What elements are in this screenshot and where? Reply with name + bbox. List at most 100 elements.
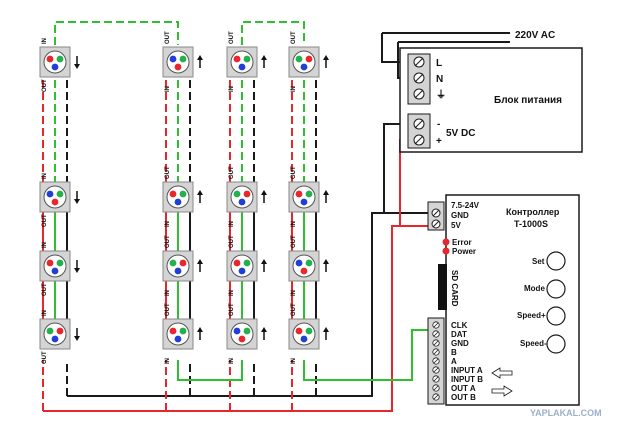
pixel-out-label: OUT: [229, 166, 235, 179]
pixel-out-label: OUT: [42, 79, 48, 92]
rgb-led-icon: [51, 198, 59, 206]
rgb-led-icon: [51, 267, 59, 275]
pixel-in-label: IN: [42, 310, 48, 316]
pixel-module: IN OUT: [39, 173, 80, 227]
pin-out-a: OUT A: [451, 384, 476, 393]
rgb-led-icon: [56, 327, 64, 335]
pixel-out-label: OUT: [229, 31, 235, 44]
power-led-icon: [442, 247, 450, 255]
pin-b: B: [451, 348, 457, 357]
rgb-led-icon: [46, 190, 54, 198]
power-supply: L N ⏚ - + 5V DC Блок питания: [399, 47, 583, 153]
rgb-led-icon: [295, 190, 303, 198]
rgb-led-icon: [56, 259, 64, 267]
arrow-up-icon: [197, 259, 203, 272]
pixel-out-label: OUT: [291, 31, 297, 44]
set-button[interactable]: [546, 251, 566, 271]
rgb-led-icon: [233, 259, 241, 267]
controller-pin-5v: 5V: [451, 221, 461, 230]
pixel-in-label: IN: [42, 38, 48, 44]
arrow-down-icon: [74, 56, 80, 69]
pixel-in-label: IN: [291, 358, 297, 364]
arrow-left-icon: [491, 367, 513, 379]
pixel-in-label: IN: [42, 242, 48, 248]
rgb-led-icon: [300, 198, 308, 206]
rgb-led-icon: [238, 335, 246, 343]
rgb-led-icon: [46, 55, 54, 63]
arrow-up-icon: [261, 55, 267, 68]
pixel-out-label: OUT: [165, 31, 171, 44]
rgb-led-icon: [179, 259, 187, 267]
controller-title-line1: Контроллер: [506, 207, 560, 217]
arrow-up-icon: [323, 55, 329, 68]
psu-title: Блок питания: [494, 95, 562, 106]
rgb-led-icon: [243, 259, 251, 267]
rgb-led-icon: [179, 327, 187, 335]
pixel-modules: IN OUT IN OUT IN OUT IN OUT OUT IN OUT IN OUT IN OUT IN…: [39, 31, 329, 364]
rgb-led-icon: [233, 190, 241, 198]
pin-clk: CLK: [451, 321, 468, 330]
pixel-out-label: OUT: [291, 166, 297, 179]
rgb-led-icon: [243, 190, 251, 198]
pixel-in-label: IN: [42, 173, 48, 179]
rgb-led-icon: [238, 198, 246, 206]
pixel-out-label: OUT: [291, 235, 297, 248]
rgb-led-icon: [238, 63, 246, 71]
sd-card-slot[interactable]: [438, 264, 447, 310]
rgb-led-icon: [305, 55, 313, 63]
rgb-led-icon: [46, 327, 54, 335]
pixel-in-label: IN: [165, 290, 171, 296]
rgb-led-icon: [300, 267, 308, 275]
arrow-up-icon: [197, 327, 203, 340]
rgb-led-icon: [305, 259, 313, 267]
pixel-out-label: OUT: [291, 303, 297, 316]
speed-plus-button[interactable]: [546, 306, 566, 326]
arrow-down-icon: [74, 260, 80, 273]
rgb-led-icon: [243, 327, 251, 335]
mains-label: 220V AC: [515, 30, 555, 41]
pin-gnd: GND: [451, 339, 469, 348]
psu-terminal-minus: -: [437, 119, 440, 130]
pixel-in-label: IN: [229, 290, 235, 296]
pixel-in-label: IN: [165, 358, 171, 364]
rgb-led-icon: [305, 190, 313, 198]
pixel-module: IN OUT: [39, 38, 80, 92]
controller-title-line2: T-1000S: [514, 219, 548, 229]
rgb-led-icon: [179, 55, 187, 63]
controller: Контроллер T-1000S 7.5-24V GND 5V Error …: [427, 194, 580, 406]
mode-button[interactable]: [546, 279, 566, 299]
pixel-out-label: OUT: [42, 214, 48, 227]
rgb-led-icon: [243, 55, 251, 63]
pixel-in-label: IN: [229, 86, 235, 92]
pixel-module: OUT IN: [162, 31, 203, 92]
screw-terminal-icon: [432, 321, 440, 401]
set-button-label: Set: [532, 257, 545, 266]
pin-dat: DAT: [451, 330, 467, 339]
error-led-icon: [442, 238, 450, 246]
rgb-led-icon: [169, 55, 177, 63]
pixel-out-label: OUT: [165, 166, 171, 179]
rgb-led-icon: [174, 267, 182, 275]
power-led-label: Power: [452, 247, 476, 256]
mode-button-label: Mode: [524, 284, 545, 293]
pixel-in-label: IN: [165, 86, 171, 92]
pixel-in-label: IN: [229, 358, 235, 364]
controller-pin-7-24v: 7.5-24V: [451, 201, 480, 210]
arrow-right-icon: [491, 385, 513, 397]
arrow-down-icon: [74, 191, 80, 204]
rgb-led-icon: [295, 259, 303, 267]
speed-minus-button-label: Speed-: [520, 339, 547, 348]
pixel-out-label: OUT: [165, 235, 171, 248]
speed-minus-button[interactable]: [546, 334, 566, 354]
sd-card-label: SD CARD: [450, 270, 459, 307]
pin-input-b: INPUT B: [451, 375, 483, 384]
arrow-up-icon: [323, 259, 329, 272]
speed-plus-button-label: Speed+: [517, 311, 546, 320]
rgb-led-icon: [56, 55, 64, 63]
